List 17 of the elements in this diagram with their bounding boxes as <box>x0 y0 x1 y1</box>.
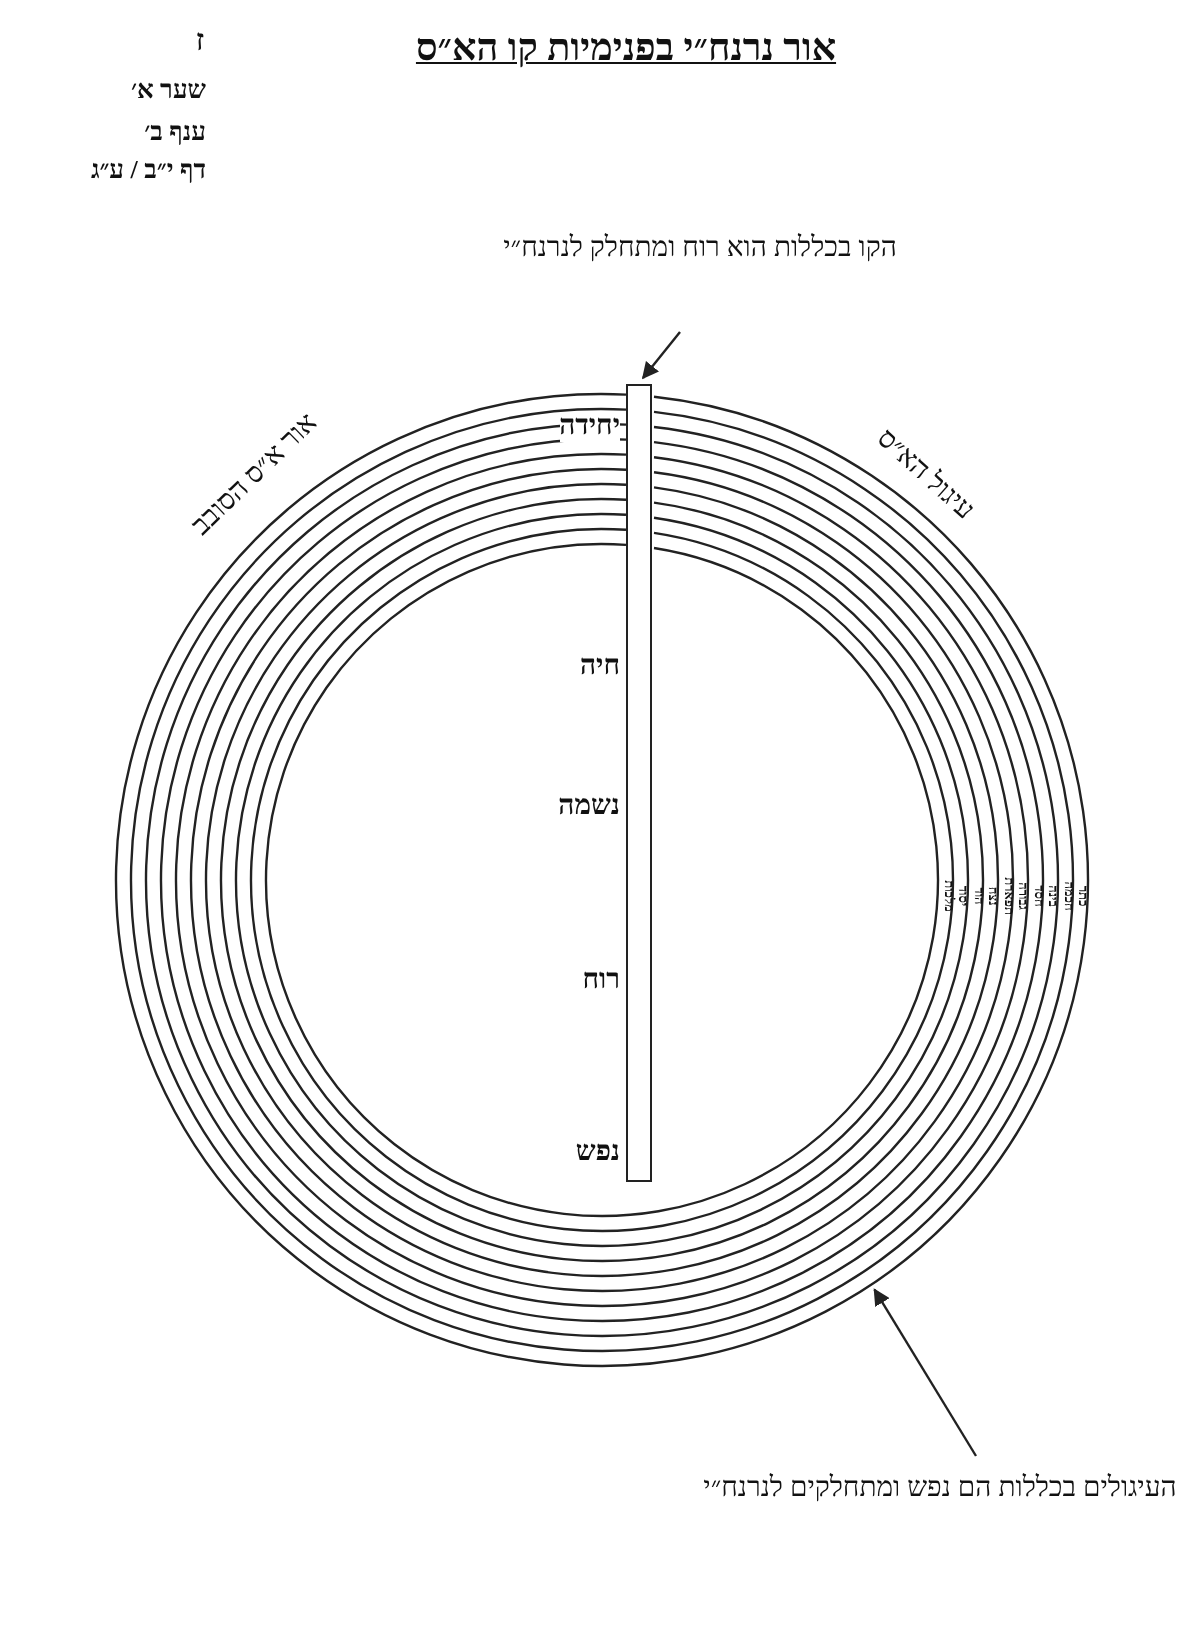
title: אור נרנח״י בפנימיות קו הא״ס <box>413 28 839 72</box>
arrow <box>641 331 681 380</box>
arrow <box>873 1288 978 1457</box>
reference-text: ז <box>195 28 204 58</box>
curved-label: עיגול הא״ס <box>870 425 978 527</box>
concentric-rings-drawing <box>115 393 1089 1367</box>
reference-text: שער א׳ <box>130 76 206 102</box>
reference-text: ענף ב׳ <box>144 118 206 144</box>
level-label: נפש <box>575 1140 620 1168</box>
annotation-text: העיגולים בכללות הם נפש ומתחלקים לנרנח״י <box>700 1464 1180 1514</box>
level-label: חיה <box>579 654 620 682</box>
reference-text: דף י״ב / ע״ג <box>90 156 206 182</box>
curved-label: אור א״ס הסובב <box>188 409 324 543</box>
annotation-text: הקו בכללות הוא רוח ומתחלק לנרנח״י <box>500 224 900 274</box>
level-label: רוח <box>582 968 620 996</box>
level-label: יחידה <box>559 414 620 442</box>
level-label: נשמה <box>558 794 620 822</box>
